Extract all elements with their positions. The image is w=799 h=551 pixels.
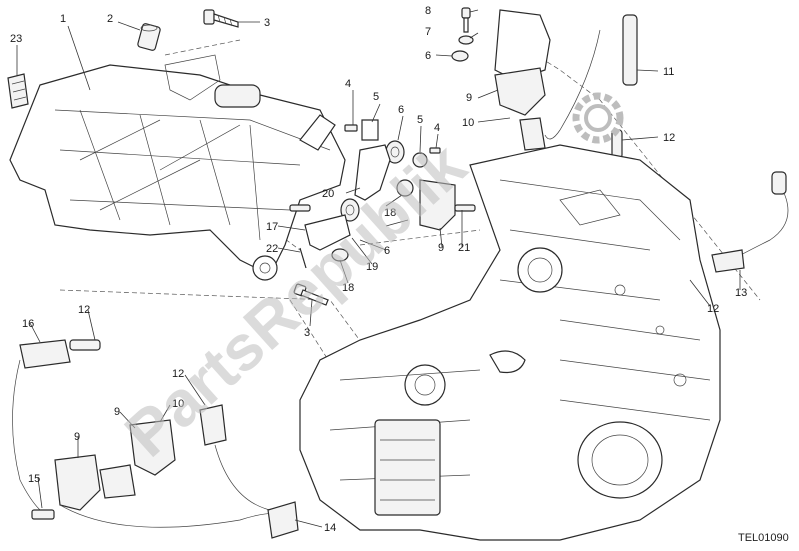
callout-5: 5 xyxy=(373,91,379,103)
callout-11: 11 xyxy=(663,66,674,78)
callout-9d: 9 xyxy=(74,431,80,443)
front-coil-part-13[interactable] xyxy=(661,171,789,281)
callout-4: 4 xyxy=(345,78,351,90)
callout-21: 21 xyxy=(458,242,470,254)
callout-17: 17 xyxy=(266,221,278,233)
rear-cylinder-coil-assembly[interactable] xyxy=(451,7,638,168)
callout-3: 3 xyxy=(264,17,270,29)
callout-10b: 10 xyxy=(172,398,184,410)
callout-12: 12 xyxy=(663,132,675,144)
callout-10: 10 xyxy=(462,117,474,129)
bolt-part-3-top[interactable] xyxy=(203,9,239,28)
callout-14: 14 xyxy=(324,522,336,534)
callout-19: 19 xyxy=(366,261,378,273)
callout-4b: 4 xyxy=(434,122,440,134)
callout-7: 7 xyxy=(425,26,431,38)
callout-9b: 9 xyxy=(438,242,444,254)
sensor-bracket-assembly[interactable] xyxy=(289,119,476,269)
gear-icon xyxy=(572,92,624,144)
callout-12b: 12 xyxy=(707,303,719,315)
callout-2: 2 xyxy=(107,13,113,25)
callout-18b: 18 xyxy=(342,282,354,294)
front-cylinder-coil-assembly[interactable] xyxy=(12,339,299,539)
callout-22: 22 xyxy=(266,243,278,255)
callout-1: 1 xyxy=(60,13,66,25)
callout-12d: 12 xyxy=(172,368,184,380)
callout-16: 16 xyxy=(22,318,34,330)
callout-9c: 9 xyxy=(114,406,120,418)
callout-3b: 3 xyxy=(304,327,310,339)
callout-6: 6 xyxy=(398,104,404,116)
callout-8: 8 xyxy=(425,5,431,17)
callout-12c: 12 xyxy=(78,304,90,316)
callout-5b: 5 xyxy=(417,114,423,126)
label-tag-part-23[interactable] xyxy=(7,73,29,109)
callout-20: 20 xyxy=(322,188,334,200)
callout-6c: 6 xyxy=(384,245,390,257)
reference-code: TEL01090 xyxy=(738,532,789,544)
callout-13: 13 xyxy=(735,287,747,299)
callout-numbers: 1 2 3 4 5 6 5 4 8 7 6 9 10 11 12 20 18 9… xyxy=(10,5,747,534)
callout-15: 15 xyxy=(28,473,40,485)
callout-23: 23 xyxy=(10,33,22,45)
callout-6b: 6 xyxy=(425,50,431,62)
frame-assembly[interactable] xyxy=(9,54,346,281)
callout-9: 9 xyxy=(466,92,472,104)
engine-block[interactable] xyxy=(299,144,721,541)
callout-leaders xyxy=(16,9,741,528)
bolt-part-3-lower[interactable] xyxy=(293,283,329,306)
spacer-part-2[interactable] xyxy=(137,23,161,51)
callout-18: 18 xyxy=(384,207,396,219)
